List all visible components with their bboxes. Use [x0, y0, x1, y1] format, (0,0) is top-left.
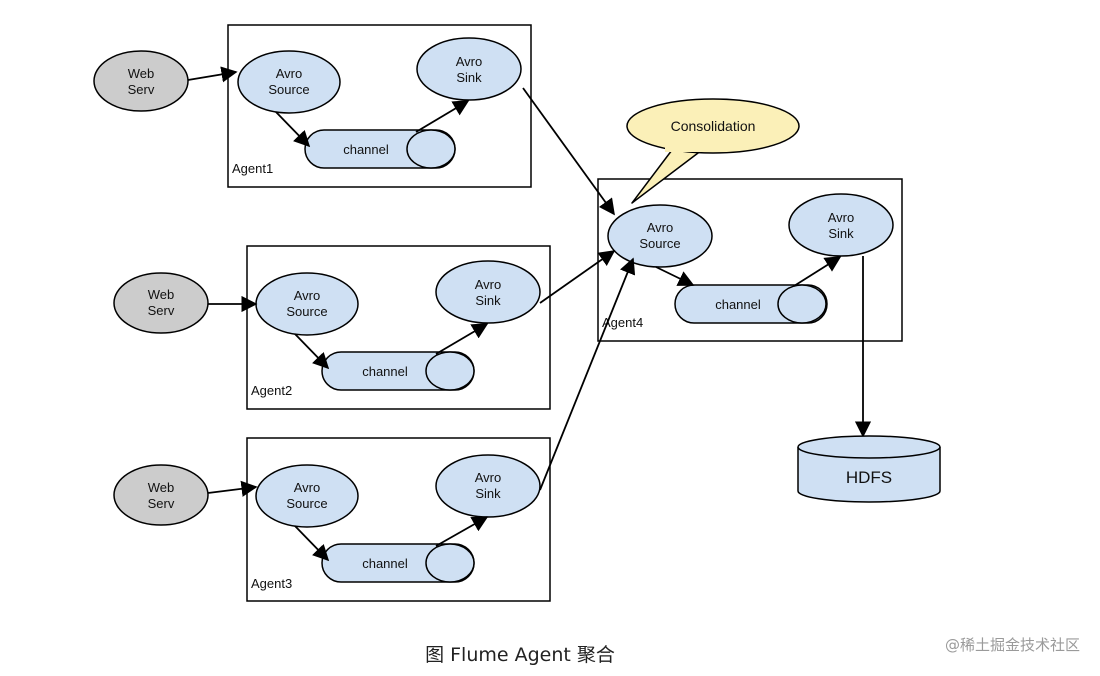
agent3-arrow-web-to-source — [207, 480, 258, 497]
agent3-label: Agent3 — [251, 576, 292, 591]
agent4-label: Agent4 — [602, 315, 643, 330]
agent2-web-serv-line2: Serv — [148, 303, 175, 318]
agent2-web-serv — [113, 272, 209, 334]
agent4-avro-source-line1: Avro — [647, 220, 674, 235]
consolidation-callout: Consolidation — [626, 98, 800, 204]
agent4-avro-sink — [788, 193, 894, 257]
agent2-avro-sink-line2: Sink — [475, 293, 501, 308]
agent4-arrow-channel-to-sink — [793, 256, 842, 287]
hdfs-label: HDFS — [846, 468, 892, 487]
agent3-web-serv-line1: Web — [148, 480, 175, 495]
agent2-avro-source-line2: Source — [286, 304, 327, 319]
agent3-web-serv — [113, 464, 209, 526]
agent3-channel-end — [425, 543, 475, 583]
agent1-label: Agent1 — [232, 161, 273, 176]
agent1-avro-source — [237, 50, 341, 114]
agent2-avro-source-line1: Avro — [294, 288, 321, 303]
agent2-avro-sink — [435, 260, 541, 324]
agent4-group: Agent4 Avro Source Avro Sink channel — [597, 178, 903, 342]
consolidation-label: Consolidation — [671, 118, 756, 134]
agent1-group: Agent1 Web Serv Avro Source Avro Sink ch… — [93, 24, 532, 188]
agent4-channel-end — [777, 284, 827, 324]
agent2-avro-sink-line1: Avro — [475, 277, 502, 292]
agent1-avro-source-line2: Source — [268, 82, 309, 97]
agent1-avro-sink-line2: Sink — [456, 70, 482, 85]
agent1-web-serv-line1: Web — [128, 66, 155, 81]
agent1-channel-end — [406, 129, 456, 169]
hdfs-top — [797, 435, 941, 459]
agent3-avro-sink-line2: Sink — [475, 486, 501, 501]
agent3-avro-sink-line1: Avro — [475, 470, 502, 485]
agent1-avro-source-line1: Avro — [276, 66, 303, 81]
agent1-web-serv-line2: Serv — [128, 82, 155, 97]
agent1-arrow-source-to-channel — [275, 111, 311, 148]
figure-caption: 图 Flume Agent 聚合 — [425, 644, 615, 666]
agent1-web-serv — [93, 50, 189, 112]
agent3-arrow-channel-to-sink — [435, 516, 489, 547]
agent4-avro-sink-line2: Sink — [828, 226, 854, 241]
agent1-avro-sink — [416, 37, 522, 101]
agent3-avro-source-line2: Source — [286, 496, 327, 511]
agent3-channel-label: channel — [362, 556, 408, 571]
agent4-avro-sink-line1: Avro — [828, 210, 855, 225]
agent3-group: Agent3 Web Serv Avro Source Avro Sink ch… — [113, 437, 551, 602]
agent1-arrow-web-to-source — [187, 66, 238, 83]
agent1-channel-label: channel — [343, 142, 389, 157]
arrow-agent3-sink-to-agent4-source — [539, 257, 636, 491]
arrow-agent2-sink-to-agent4-source — [539, 250, 616, 304]
agent2-channel-end — [425, 351, 475, 391]
agent2-arrow-channel-to-sink — [435, 323, 489, 355]
agent2-web-serv-line1: Web — [148, 287, 175, 302]
agent1-arrow-channel-to-sink — [415, 100, 470, 133]
consolidation-bubble — [626, 98, 800, 154]
agent4-channel-label: channel — [715, 297, 761, 312]
agent2-arrow-source-to-channel — [294, 333, 330, 370]
agent4-avro-source-line2: Source — [639, 236, 680, 251]
agent2-group: Agent2 Web Serv Avro Source Avro Sink ch… — [113, 245, 551, 410]
agent2-channel-label: channel — [362, 364, 408, 379]
agent2-label: Agent2 — [251, 383, 292, 398]
hdfs-cylinder: HDFS — [797, 435, 941, 503]
arrow-agent1-sink-to-agent4-source — [522, 87, 615, 216]
hdfs-body — [797, 447, 941, 503]
agent1-avro-sink-line1: Avro — [456, 54, 483, 69]
agent3-web-serv-line2: Serv — [148, 496, 175, 511]
agent4-avro-source — [607, 204, 713, 268]
agent3-avro-source-line1: Avro — [294, 480, 321, 495]
agent3-arrow-source-to-channel — [294, 525, 330, 562]
watermark: @稀土掘金技术社区 — [944, 636, 1080, 654]
agent4-arrow-source-to-channel — [655, 266, 695, 286]
